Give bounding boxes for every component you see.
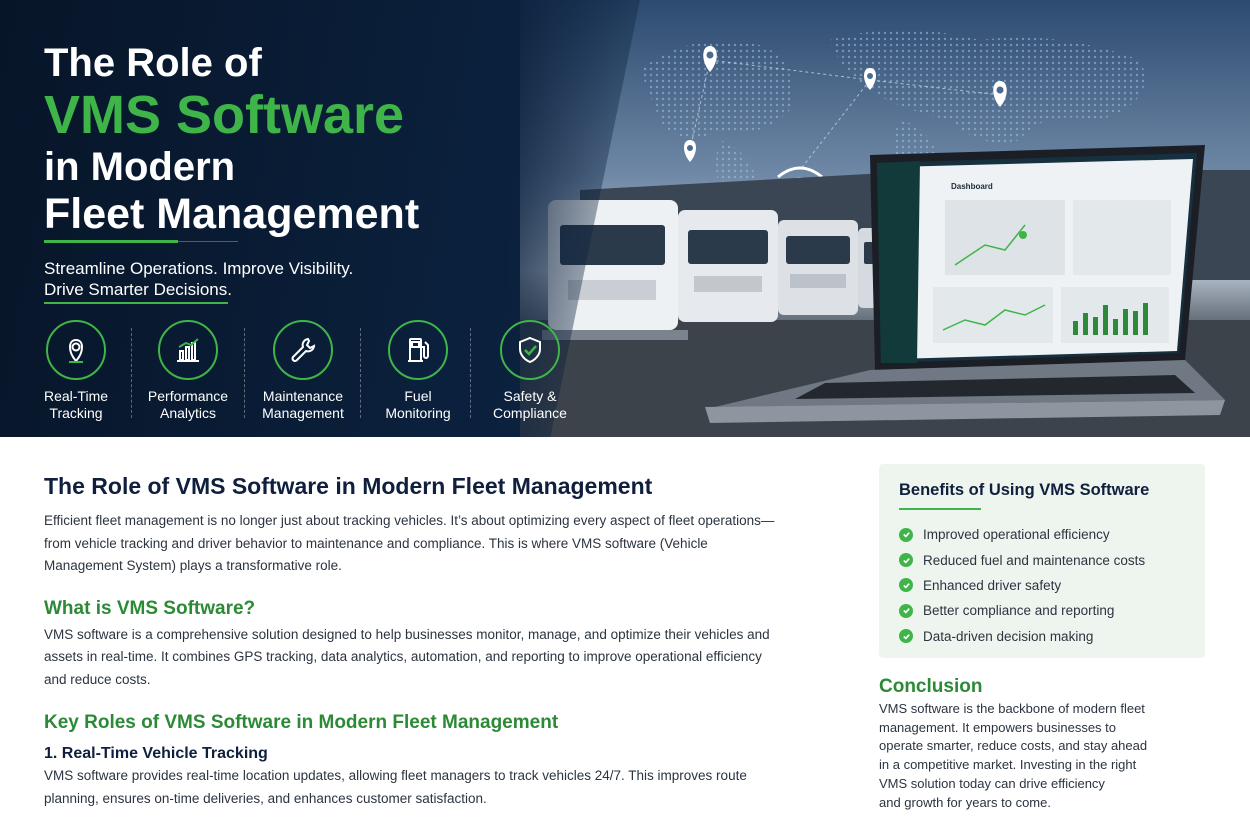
map-pin-icon bbox=[703, 46, 717, 72]
divider bbox=[131, 328, 132, 418]
paragraph-line: VMS solution today can drive efficiency bbox=[879, 775, 1105, 791]
feature-icon-ring bbox=[273, 320, 333, 380]
conclusion-heading: Conclusion bbox=[879, 676, 983, 697]
conclusion-paragraph: VMS software is the backbone of modern f… bbox=[879, 700, 1179, 812]
divider bbox=[244, 328, 245, 418]
paragraph-line: assets in real-time. It combines GPS tra… bbox=[44, 649, 762, 664]
subsection-heading-tracking: 1. Real-Time Vehicle Tracking bbox=[44, 745, 268, 762]
paragraph-line: VMS software provides real-time location… bbox=[44, 768, 747, 783]
hero-subtitle: Streamline Operations. Improve Visibilit… bbox=[44, 258, 353, 300]
map-pin-icon bbox=[993, 81, 1007, 107]
hero-title-line: Fleet Management bbox=[44, 190, 420, 238]
benefit-label: Improved operational efficiency bbox=[923, 527, 1110, 543]
paragraph-line: VMS software is the backbone of modern f… bbox=[879, 701, 1145, 716]
bar-chart-icon bbox=[177, 338, 199, 362]
divider bbox=[470, 328, 471, 418]
benefit-item: Reduced fuel and maintenance costs bbox=[899, 547, 1185, 572]
divider bbox=[360, 328, 361, 418]
paragraph-line: and reduce costs. bbox=[44, 671, 151, 687]
feature-label: Compliance bbox=[493, 405, 567, 421]
intro-paragraph: Efficient fleet management is no longer … bbox=[44, 510, 804, 578]
feature-icon-ring bbox=[158, 320, 218, 380]
benefit-item: Data-driven decision making bbox=[899, 624, 1185, 649]
paragraph-line: operate smarter, reduce costs, and stay … bbox=[879, 738, 1148, 754]
section-heading-key-roles: Key Roles of VMS Software in Modern Flee… bbox=[44, 712, 559, 733]
divider bbox=[899, 508, 981, 510]
check-circle-icon bbox=[899, 527, 913, 542]
role1-paragraph: VMS software provides real-time location… bbox=[44, 765, 804, 810]
benefits-list: Improved operational efficiency Reduced … bbox=[899, 522, 1185, 649]
map-pin-icon bbox=[684, 140, 696, 162]
feature-icon-ring bbox=[46, 320, 106, 380]
feature-label: Tracking bbox=[49, 405, 103, 421]
benefit-label: Enhanced driver safety bbox=[923, 577, 1062, 593]
shield-check-icon bbox=[519, 336, 541, 364]
check-circle-icon bbox=[899, 603, 913, 618]
feature-label: Performance bbox=[147, 388, 229, 404]
truck bbox=[678, 210, 778, 322]
paragraph-line: from vehicle tracking and driver behavio… bbox=[44, 535, 708, 551]
map-marker-icon bbox=[1019, 231, 1027, 239]
benefit-item: Better compliance and reporting bbox=[899, 598, 1185, 623]
paragraph-line: VMS software is a comprehensive solution… bbox=[44, 626, 770, 642]
feature-label: Maintenance bbox=[262, 388, 344, 404]
feature-performance-analytics: Performance Analytics bbox=[132, 320, 244, 422]
feature-label: Management bbox=[262, 405, 344, 421]
benefit-label: Better compliance and reporting bbox=[923, 603, 1115, 619]
article-heading: The Role of VMS Software in Modern Fleet… bbox=[44, 473, 653, 499]
feature-label: Monitoring bbox=[385, 405, 451, 421]
check-circle-icon bbox=[899, 553, 913, 568]
paragraph-line: Efficient fleet management is no longer … bbox=[44, 513, 775, 528]
wrench-icon bbox=[291, 337, 316, 362]
feature-fuel-monitoring: Fuel Monitoring bbox=[362, 320, 474, 422]
divider bbox=[44, 302, 228, 304]
hero-title-highlight: VMS Software bbox=[44, 85, 405, 145]
hero-title: The Role of VMS Software in Modern Fleet… bbox=[44, 40, 419, 238]
feature-label: Real-Time bbox=[43, 388, 109, 404]
dashboard-title: Dashboard bbox=[951, 182, 993, 191]
paragraph-line: and growth for years to come. bbox=[879, 794, 1051, 810]
benefit-label: Data-driven decision making bbox=[923, 628, 1094, 644]
check-circle-icon bbox=[899, 629, 913, 644]
section-heading-what-is-vms: What is VMS Software? bbox=[44, 597, 256, 619]
feature-maintenance-management: Maintenance Management bbox=[244, 320, 362, 422]
hero-subtitle-line: Streamline Operations. Improve Visibilit… bbox=[44, 259, 354, 278]
map-pin-icon bbox=[864, 68, 876, 90]
fuel-pump-icon bbox=[408, 338, 429, 362]
benefit-item: Improved operational efficiency bbox=[899, 522, 1185, 547]
feature-label: Fuel bbox=[404, 388, 432, 404]
hero-subtitle-line: Drive Smarter Decisions. bbox=[44, 280, 232, 299]
feature-icon-ring bbox=[500, 320, 560, 380]
feature-label: Safety & bbox=[503, 388, 557, 404]
hero-banner: Dashboard The Role of VMS Software in Mo… bbox=[0, 0, 1250, 437]
divider bbox=[178, 241, 238, 242]
truck bbox=[778, 220, 858, 315]
location-pin-icon bbox=[69, 338, 83, 363]
paragraph-line: in a competitive market. Investing in th… bbox=[879, 757, 1137, 773]
benefits-title: Benefits of Using VMS Software bbox=[899, 481, 1150, 499]
hero-title-line: The Role of bbox=[44, 41, 262, 85]
benefits-panel: Benefits of Using VMS Software Improved … bbox=[879, 464, 1205, 658]
hero-title-line: in Modern bbox=[44, 145, 236, 189]
check-circle-icon bbox=[899, 578, 913, 593]
feature-real-time-tracking: Real-Time Tracking bbox=[20, 320, 132, 422]
paragraph-line: management. It empowers businesses to bbox=[879, 719, 1117, 735]
feature-icon-ring bbox=[388, 320, 448, 380]
what-paragraph: VMS software is a comprehensive solution… bbox=[44, 624, 804, 692]
world-map-illustration bbox=[640, 30, 1160, 213]
laptop-dashboard-illustration: Dashboard bbox=[705, 145, 1225, 423]
feature-label: Analytics bbox=[159, 405, 217, 421]
benefit-label: Reduced fuel and maintenance costs bbox=[923, 552, 1146, 568]
paragraph-line: Management System) plays a transformativ… bbox=[44, 558, 342, 573]
conclusion-section: Conclusion VMS software is the backbone … bbox=[879, 675, 1179, 812]
paragraph-line: planning, ensures on-time deliveries, an… bbox=[44, 790, 487, 806]
feature-list: Real-Time Tracking Performance Analytics bbox=[20, 320, 586, 422]
benefit-item: Enhanced driver safety bbox=[899, 573, 1185, 598]
divider bbox=[44, 240, 178, 243]
feature-safety-compliance: Safety & Compliance bbox=[474, 320, 586, 422]
article: The Role of VMS Software in Modern Fleet… bbox=[44, 472, 804, 810]
